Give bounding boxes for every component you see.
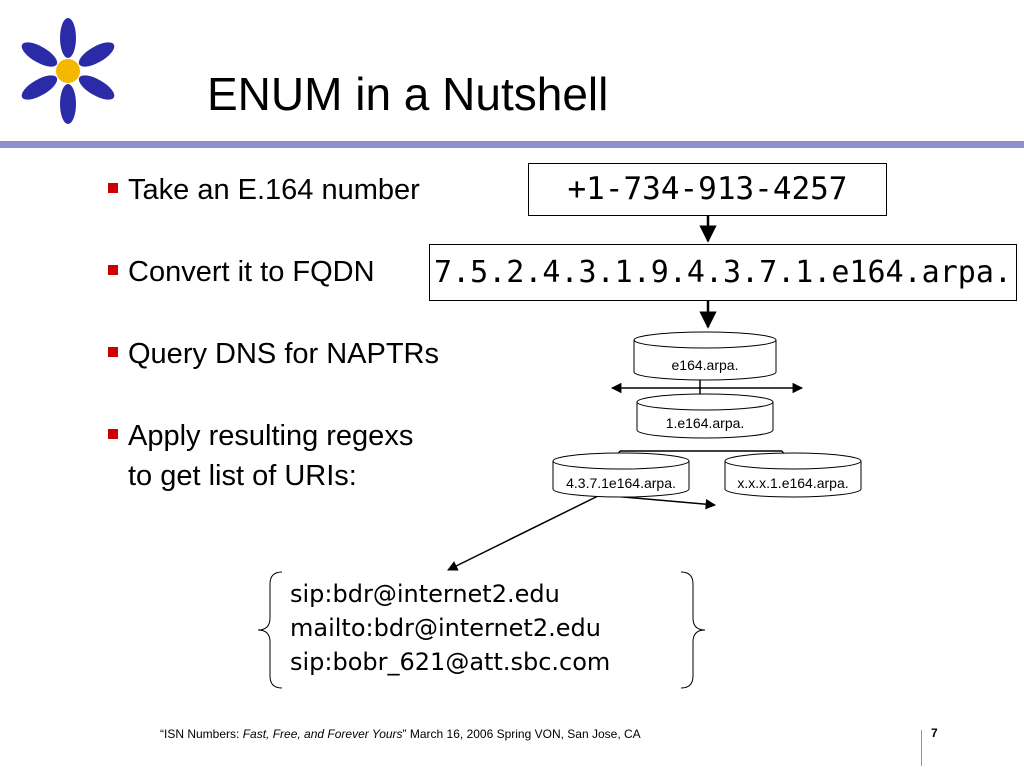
bullet-marker — [108, 429, 118, 439]
uri-list: sip:bdr@internet2.edu mailto:bdr@interne… — [290, 577, 610, 679]
bullet-text: Apply resulting regexs — [128, 420, 414, 452]
e164-number-box: +1-734-913-4257 — [528, 163, 887, 216]
logo-petal — [60, 84, 76, 124]
page-number: 7 — [931, 726, 938, 740]
bullet-text: Query DNS for NAPTRs — [128, 338, 439, 370]
result-arrow — [447, 494, 601, 571]
flower-logo — [21, 18, 115, 124]
fqdn-box: 7.5.2.4.3.1.9.4.3.7.1.e164.arpa. — [429, 244, 1017, 301]
dns-node-level1-label: 1.e164.arpa. — [665, 415, 745, 431]
uri-item: mailto:bdr@internet2.edu — [290, 614, 601, 642]
footer-italic: Fast, Free, and Forever Yours — [242, 727, 403, 741]
logo-center — [56, 59, 80, 83]
sibling-arrow-level2 — [599, 494, 717, 510]
bullet-marker — [108, 265, 118, 275]
uri-item: sip:bdr@internet2.edu — [290, 580, 560, 608]
bullet-text: Convert it to FQDN — [128, 256, 375, 288]
left-brace — [257, 571, 283, 689]
slide-title: ENUM in a Nutshell — [207, 68, 609, 120]
right-brace — [680, 571, 706, 689]
footer-divider — [921, 730, 922, 766]
dns-node-left-label: 4.3.7.1e164.arpa. — [566, 475, 676, 491]
connector-right — [781, 450, 789, 461]
logo-petal — [78, 75, 115, 100]
logo-petal — [21, 75, 58, 100]
bullet-text: Take an E.164 number — [128, 174, 420, 206]
logo-petal — [78, 42, 115, 67]
bullet-marker — [108, 347, 118, 357]
title-divider — [0, 141, 1024, 148]
logo-petal — [60, 18, 76, 58]
dns-node-right-label: x.x.x.1.e164.arpa. — [737, 475, 849, 491]
footer-quote-open: “ISN Numbers: — [160, 727, 243, 741]
connector-left — [613, 450, 621, 461]
uri-item: sip:bobr_621@att.sbc.com — [290, 648, 611, 676]
bullet-text: to get list of URIs: — [128, 460, 357, 492]
footer-citation: “ISN Numbers: Fast, Free, and Forever Yo… — [160, 727, 641, 741]
bullet-marker — [108, 183, 118, 193]
dns-node-root-label: e164.arpa. — [671, 357, 739, 373]
footer-rest: ” March 16, 2006 Spring VON, San Jose, C… — [402, 727, 641, 741]
logo-petal — [21, 42, 58, 67]
